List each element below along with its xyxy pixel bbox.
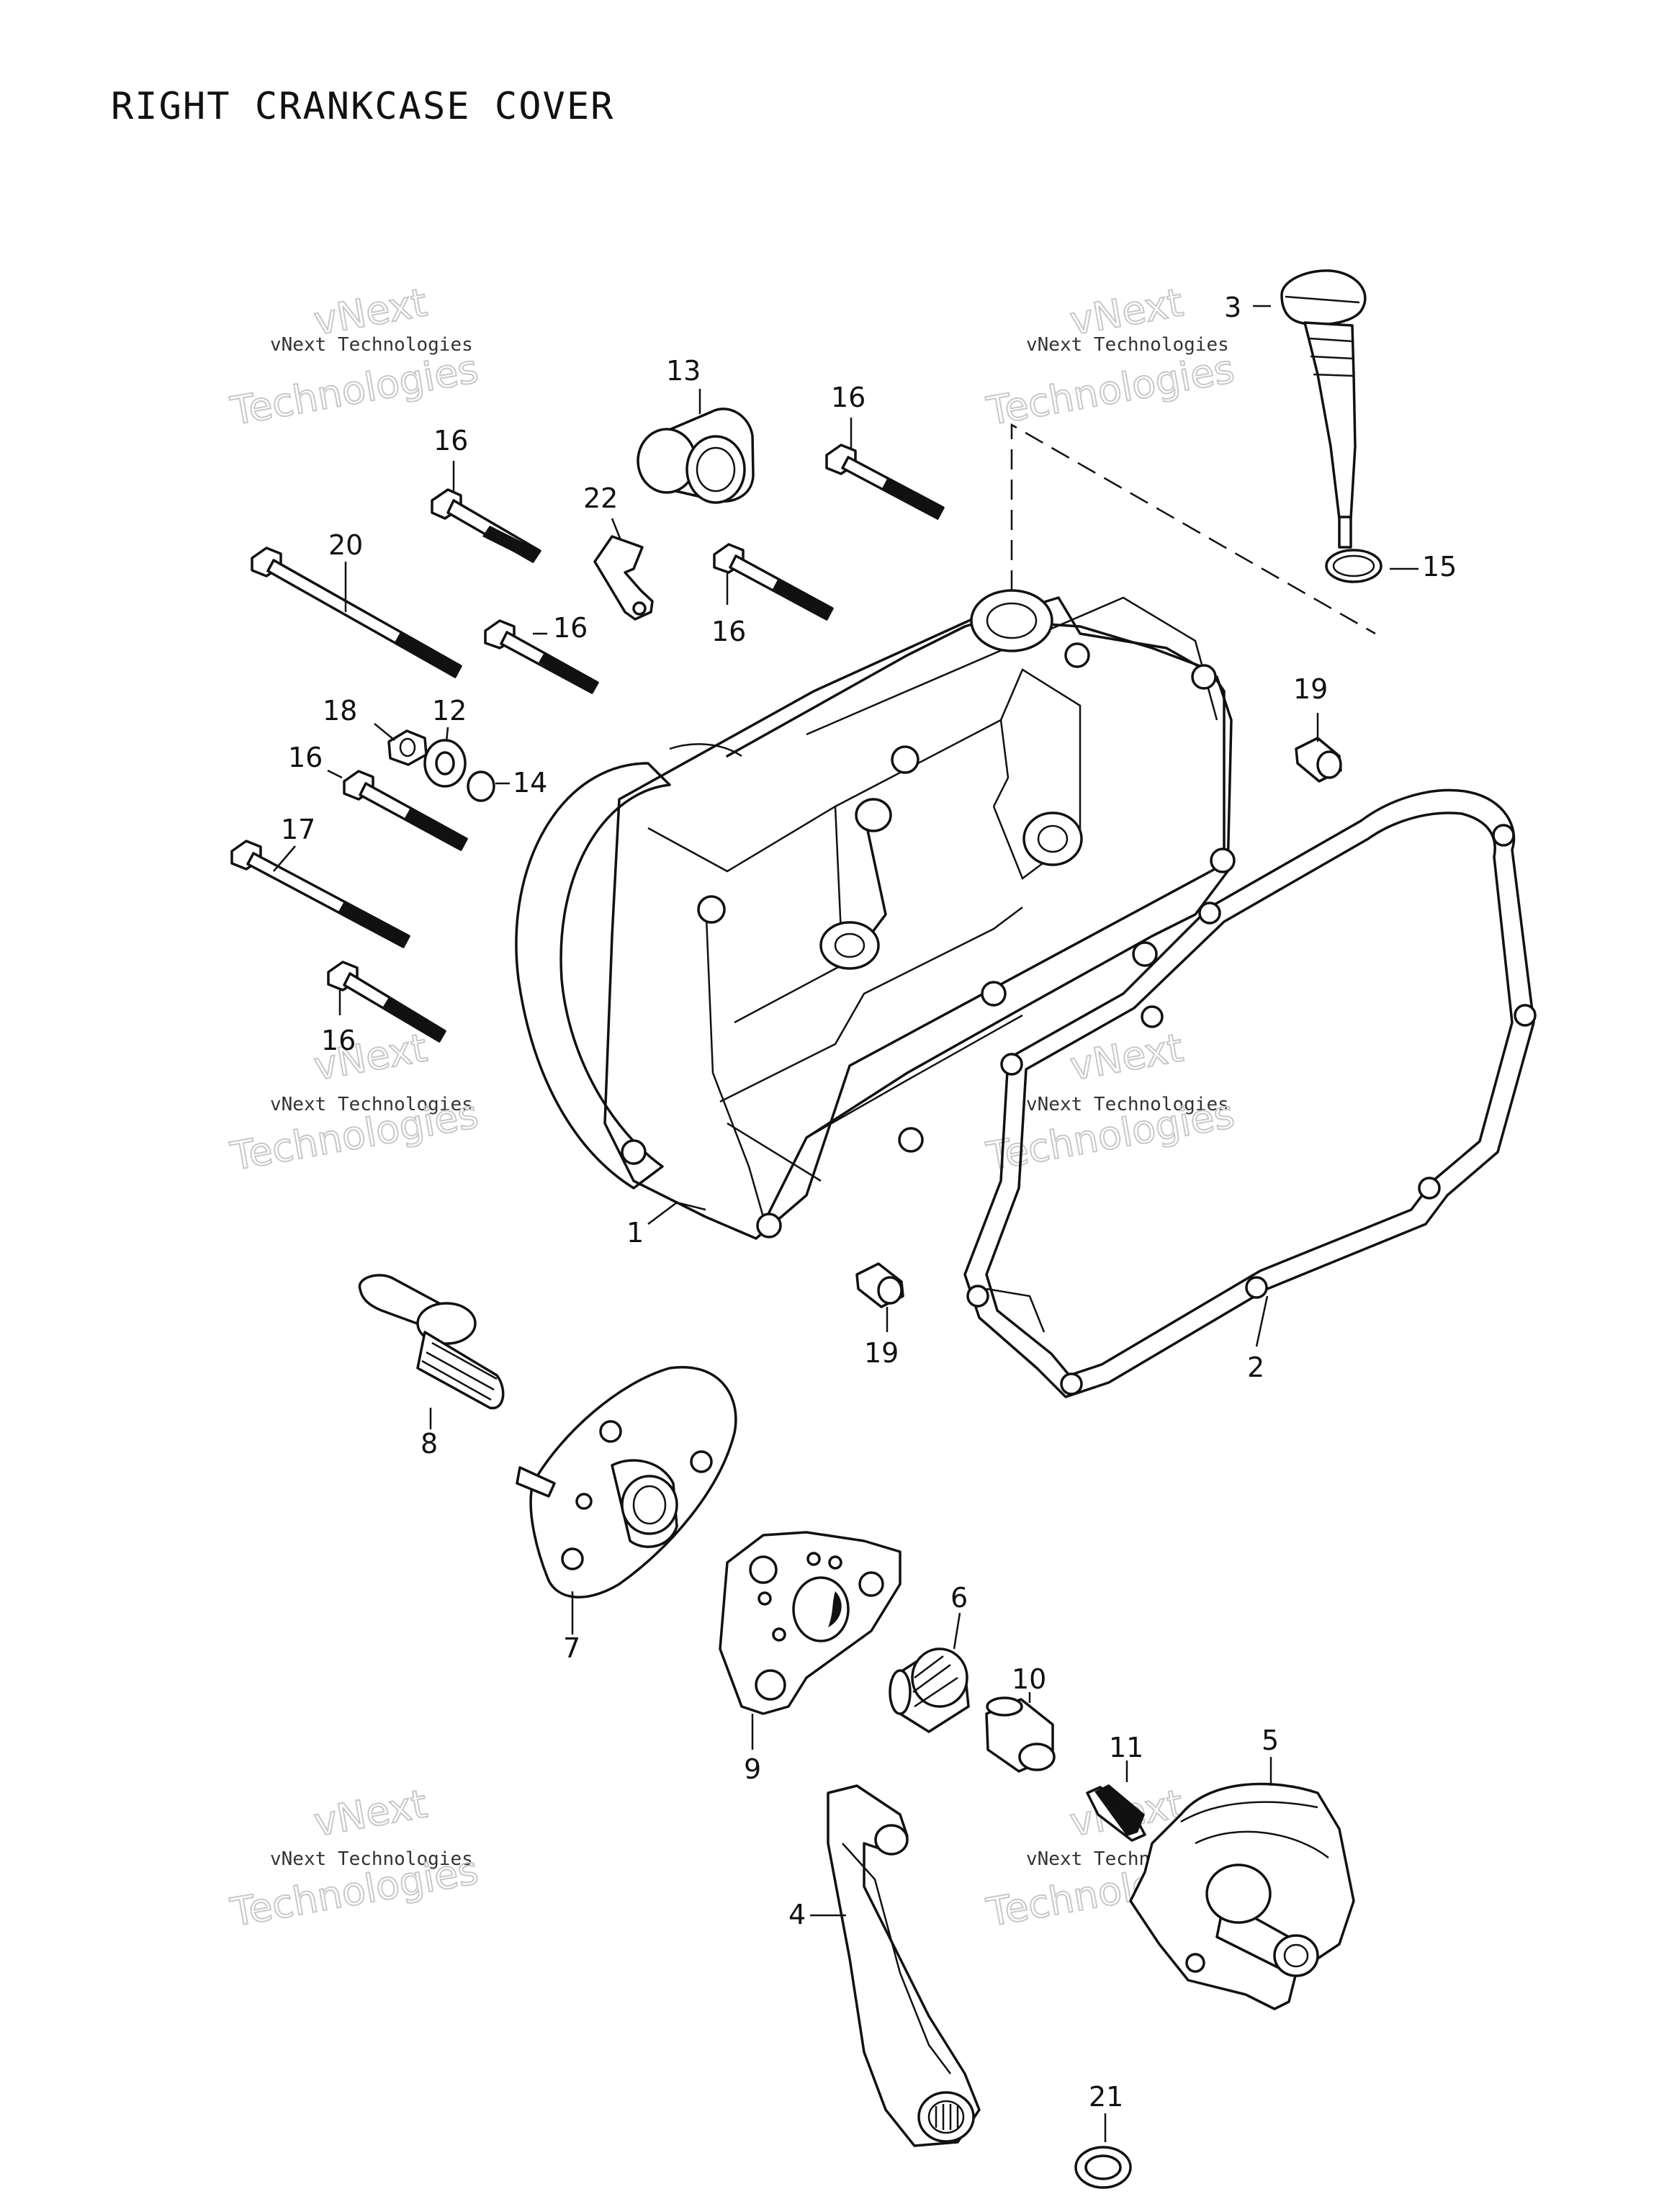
part-11-spring [1086,1784,1146,1842]
callout-20: 20 [328,529,363,561]
part-16-bolt-d [484,619,599,694]
callout-21: 21 [1089,2081,1123,2113]
watermark-caption: vNext Technologies [1026,334,1229,356]
callout-labels: 3 15 13 16 16 22 20 16 16 18 12 14 16 17… [281,292,1457,2113]
callout-1: 1 [626,1217,644,1249]
callout-22: 22 [583,482,618,514]
part-16-bolt-f [327,961,446,1043]
part-19-dowel-pin-upper [1295,737,1342,783]
watermark-caption: vNext Technologies [270,1094,473,1115]
part-2-gasket [963,788,1537,1398]
part-16-bolt-a [431,488,541,563]
watermark-caption: vNext Technologies [270,1848,473,1870]
leader-16e [327,769,343,779]
callout-14: 14 [513,767,547,799]
callout-16: 16 [711,616,746,647]
leader-1 [647,1201,706,1225]
assembly-dash-line [1010,423,1376,635]
callout-19: 19 [1293,673,1328,705]
watermark-caption: vNext Technologies [1026,1094,1229,1115]
part-18-nut [387,729,428,766]
callout-12: 12 [432,695,467,727]
callout-16: 16 [288,742,323,773]
part-1-crankcase-cover [515,589,1236,1240]
part-9-pump-body [719,1531,902,1715]
watermark-technologies-text: Technologies [227,346,482,434]
part-16-bolt-c [713,543,834,621]
part-12-washer [423,739,467,788]
callout-17: 17 [281,814,315,845]
part-17-bolt [230,840,410,948]
part-13-collar [637,408,755,504]
callout-19: 19 [864,1337,899,1369]
callout-9: 9 [744,1753,761,1785]
part-6-bushing [889,1647,970,1733]
callout-3: 3 [1224,292,1241,323]
part-5-starter-gear [1129,1782,1355,2010]
part-15-o-ring [1325,549,1382,583]
callout-16: 16 [553,612,588,644]
watermark-top-right: vNext vNext Technologies Technologies [982,279,1238,435]
watermark-top-left: vNext vNext Technologies Technologies [226,279,482,435]
leader-lines [273,305,1419,2142]
callout-10: 10 [1012,1663,1046,1695]
callout-16: 16 [433,425,468,457]
part-19-dowel-pin-lower [855,1262,904,1308]
leader-2 [1255,1295,1269,1347]
callout-18: 18 [323,695,357,727]
diagram-title: RIGHT CRANKCASE COVER [111,85,615,128]
part-21-washer [1074,2146,1132,2189]
callout-8: 8 [421,1428,438,1460]
part-8-spindle [358,1274,505,1410]
watermark-bottom-left: vNext vNext Technologies Technologies [226,1780,482,1936]
leader-18 [374,723,395,741]
callout-5: 5 [1262,1725,1279,1756]
callout-13: 13 [666,355,701,387]
leader-22 [611,518,622,541]
part-16-bolt-b [825,444,945,520]
part-10-collar [985,1696,1056,1773]
leader-12 [445,727,449,742]
callout-7: 7 [563,1632,580,1664]
leader-6 [953,1612,961,1650]
part-7-pump-plate [516,1366,737,1599]
part-22-clamp [593,535,654,621]
watermark-technologies-text: Technologies [983,346,1238,434]
part-3-oil-filler-cap [1280,269,1367,549]
leader-17 [273,845,296,872]
callout-6: 6 [950,1582,968,1614]
part-16-bolt-e [343,770,468,851]
watermark-caption: vNext Technologies [270,334,473,356]
watermark-vnext-text: vNext [1066,1025,1186,1089]
callout-4: 4 [788,1899,806,1930]
callout-2: 2 [1247,1352,1264,1383]
watermark-vnext-text: vNext [310,1781,430,1845]
callout-15: 15 [1422,551,1457,583]
part-20-bolt [251,547,462,678]
callout-11: 11 [1109,1732,1143,1763]
part-14-o-ring [467,770,495,802]
callout-16: 16 [321,1025,356,1056]
callout-16: 16 [831,382,866,413]
part-4-kick-starter-arm [827,1784,981,2147]
